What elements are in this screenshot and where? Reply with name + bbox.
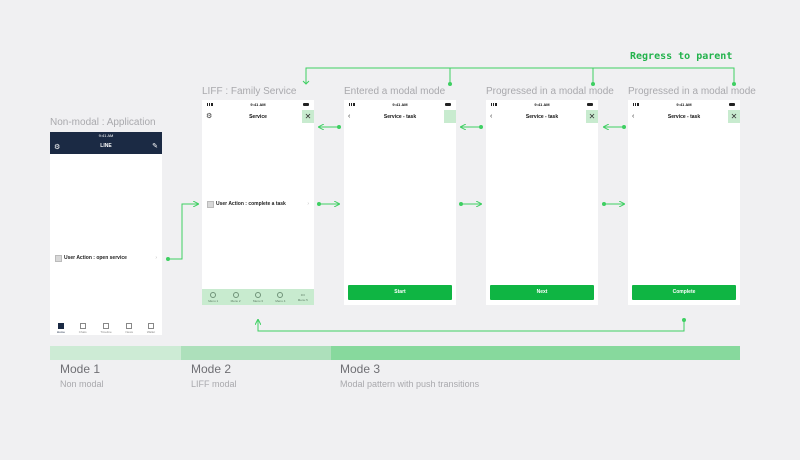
mode-2-subtitle: LIFF modal <box>191 379 237 389</box>
close-highlight <box>444 110 456 123</box>
line-tab-bar: Home Chats Timeline News Wallet <box>50 321 162 335</box>
screen-label-modal-progress-1: Progressed in a modal mode <box>486 86 614 97</box>
screen-title: Service <box>249 114 267 120</box>
mode-1-subtitle: Non modal <box>60 379 104 389</box>
tab-menu-3[interactable]: Menu 3 <box>253 291 263 303</box>
arrow-complete-to-service <box>258 320 685 332</box>
screen-modal-progress-1: 9:41 AM ‹ Service - task ✕ Next <box>486 100 598 305</box>
screen-label-modal-entered: Entered a modal mode <box>344 86 446 97</box>
close-icon[interactable]: ✕ <box>586 110 598 123</box>
battery-icon <box>303 103 309 106</box>
screen-modal-progress-2: 9:41 AM ‹ Service - task ✕ Complete <box>628 100 740 305</box>
screen-label-service: LIFF : Family Service <box>202 86 297 97</box>
close-icon[interactable]: ✕ <box>728 110 740 123</box>
gear-icon[interactable]: ⚙ <box>206 113 213 120</box>
tab-wallet[interactable]: Wallet <box>147 322 155 334</box>
tab-menu-1[interactable]: Menu 1 <box>208 291 218 303</box>
screen-title: Service - task <box>525 114 559 120</box>
list-item-open-service[interactable]: User Action : open service › <box>55 254 157 262</box>
menu-icon <box>277 291 284 298</box>
mode-3-title: Mode 3 <box>340 362 381 376</box>
line-title: LINE <box>100 143 112 149</box>
menu-icon <box>232 291 239 298</box>
screen-label-modal-progress-2: Progressed in a modal mode <box>628 86 756 97</box>
close-icon[interactable]: ✕ <box>302 110 314 123</box>
mode-3-subtitle: Modal pattern with push transitions <box>340 379 480 389</box>
edit-icon[interactable]: ✎ <box>152 143 158 150</box>
status-bar: 9:41 AM <box>628 100 740 110</box>
chevron-right-icon: › <box>307 201 309 207</box>
list-item-complete-task[interactable]: User Action : complete a task › <box>207 200 309 208</box>
screen-line-app: 9:41 AM ⚙ LINE ✎ User Action : open serv… <box>50 132 162 335</box>
checkbox-icon <box>55 255 62 262</box>
next-button[interactable]: Next <box>490 285 594 300</box>
arrow-app-to-service <box>168 204 198 260</box>
wallet-icon <box>147 322 154 329</box>
tab-menu-5[interactable]: •••Menu 5 <box>297 291 308 302</box>
signal-icon <box>207 103 213 106</box>
mode-3-bar <box>331 346 740 360</box>
mode-2-title: Mode 2 <box>191 362 232 376</box>
chevron-right-icon: › <box>155 255 157 261</box>
news-icon <box>126 322 133 329</box>
status-bar: 9:41 AM <box>344 100 456 110</box>
menu-icon <box>254 291 261 298</box>
checkbox-icon <box>207 201 214 208</box>
menu-icon <box>210 291 217 298</box>
screen-title: Service - task <box>383 114 417 120</box>
start-button[interactable]: Start <box>348 285 452 300</box>
back-icon[interactable]: ‹ <box>632 113 635 120</box>
back-icon[interactable]: ‹ <box>348 113 351 120</box>
status-bar: 9:41 AM <box>486 100 598 110</box>
gear-icon[interactable]: ⚙ <box>54 144 61 151</box>
regress-label: Regress to parent <box>630 51 733 62</box>
service-tab-bar: Menu 1 Menu 2 Menu 3 Menu 4 •••Menu 5 <box>202 289 314 305</box>
regress-arrow-tick <box>302 80 310 85</box>
screen-service: 9:41 AM ⚙ Service ✕ User Action : comple… <box>202 100 314 305</box>
battery-icon <box>729 103 735 106</box>
regress-line-top <box>305 67 735 84</box>
row-text: User Action : complete a task <box>216 201 286 207</box>
tab-timeline[interactable]: Timeline <box>100 322 112 334</box>
battery-icon <box>587 103 593 106</box>
clock-icon <box>103 322 110 329</box>
battery-icon <box>445 103 451 106</box>
signal-icon <box>633 103 639 106</box>
tab-menu-2[interactable]: Menu 2 <box>231 291 241 303</box>
status-time: 9:41 AM <box>98 133 114 138</box>
more-icon: ••• <box>300 291 305 297</box>
mode-2-bar <box>181 346 331 360</box>
home-icon <box>57 322 64 329</box>
mode-1-bar <box>50 346 181 360</box>
tab-chats[interactable]: Chats <box>79 322 87 334</box>
row-text: User Action : open service <box>64 255 127 261</box>
back-icon[interactable]: ‹ <box>490 113 493 120</box>
screen-label-app: Non-modal : Application <box>50 117 156 128</box>
chat-icon <box>79 322 86 329</box>
signal-icon <box>491 103 497 106</box>
tab-home[interactable]: Home <box>57 322 65 334</box>
line-header: 9:41 AM ⚙ LINE ✎ <box>50 132 162 154</box>
status-bar: 9:41 AM <box>202 100 314 110</box>
complete-button[interactable]: Complete <box>632 285 736 300</box>
tab-menu-4[interactable]: Menu 4 <box>275 291 285 303</box>
tab-news[interactable]: News <box>125 322 133 334</box>
screen-title: Service - task <box>667 114 701 120</box>
signal-icon <box>349 103 355 106</box>
screen-modal-entered: 9:41 AM ‹ Service - task Start <box>344 100 456 305</box>
mode-1-title: Mode 1 <box>60 362 101 376</box>
